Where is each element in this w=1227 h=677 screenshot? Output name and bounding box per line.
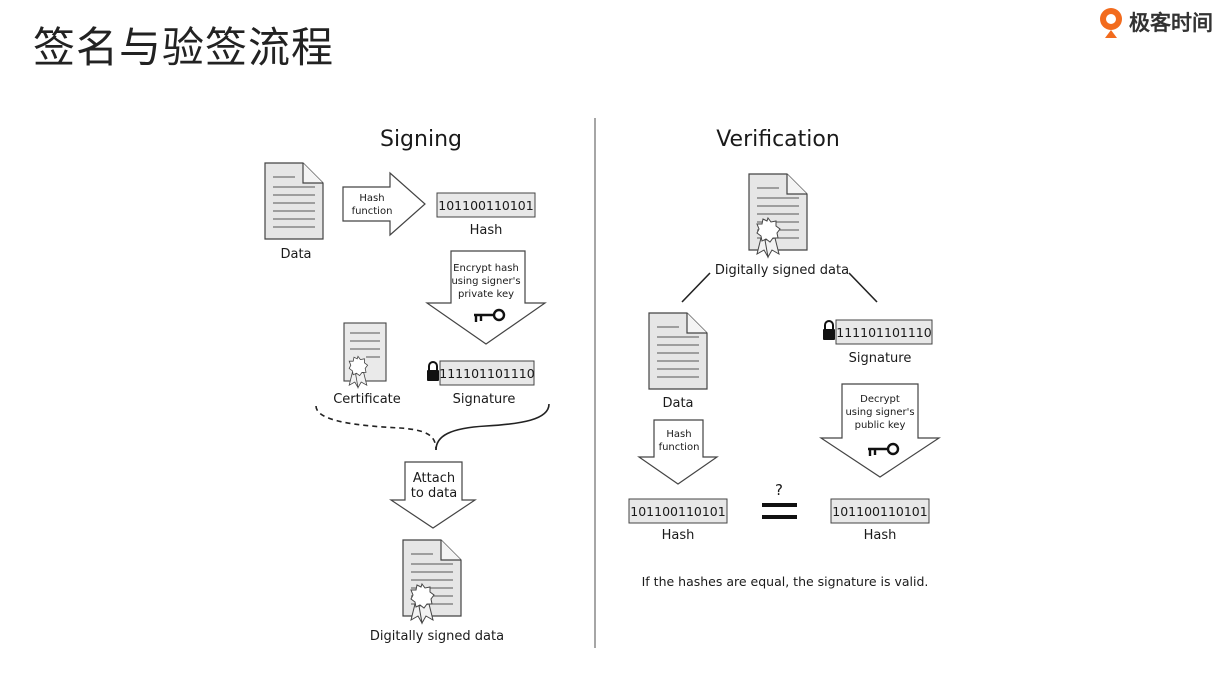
encrypt-text-3: private key [458, 289, 514, 300]
split-line-right [848, 272, 878, 303]
page-title: 签名与验签流程 [33, 23, 335, 72]
decrypt-arrow: Decrypt using signer's public key [819, 383, 941, 478]
equals-bar-top [762, 503, 797, 507]
verify-hash-left-box: 101100110101 [628, 498, 728, 524]
verify-hash-right-label: Hash [864, 528, 897, 543]
encrypt-text-2: using signer's [451, 276, 520, 287]
decrypt-text-1: Decrypt [860, 394, 900, 405]
hash-value: 101100110101 [438, 198, 533, 213]
verify-hash-function-arrow: Hash function [637, 419, 719, 485]
attach-text-2: to data [411, 486, 457, 501]
verify-signed-document-icon [748, 173, 808, 258]
verify-hash-left-value: 101100110101 [630, 504, 725, 519]
lock-icon [822, 320, 836, 341]
hash-label: Hash [470, 223, 503, 238]
signature-join-line [435, 403, 550, 451]
verify-signature-value: 111101101110 [836, 325, 931, 340]
geektime-logo-icon [1100, 8, 1122, 38]
attach-text-1: Attach [413, 471, 455, 486]
verify-hash-function-text-1: Hash [666, 429, 691, 440]
decrypt-text-3: public key [855, 420, 906, 431]
equality-check: ? [762, 481, 797, 519]
verify-signature-box: 111101101110 [822, 319, 933, 345]
verify-signature-label: Signature [849, 351, 912, 366]
split-line-left [681, 272, 711, 303]
hash-value-box: 101100110101 [436, 192, 536, 218]
equals-bar-bottom [762, 515, 797, 519]
verify-data-document-icon [648, 312, 708, 390]
lock-icon [426, 361, 440, 382]
signed-data-label: Digitally signed data [370, 629, 504, 644]
verify-hash-right-value: 101100110101 [832, 504, 927, 519]
data-document-icon [264, 162, 324, 240]
brand-name: 极客时间 [1129, 11, 1213, 35]
hash-function-text-2: function [352, 206, 393, 217]
encrypt-text-1: Encrypt hash [453, 263, 519, 274]
verify-hash-right-box: 101100110101 [830, 498, 930, 524]
hash-function-arrow: Hash function [342, 171, 426, 237]
verify-hash-left-label: Hash [662, 528, 695, 543]
brand-logo: 极客时间 [1097, 4, 1213, 40]
hash-function-text-1: Hash [359, 193, 384, 204]
verify-signed-data-label: Digitally signed data [715, 263, 849, 278]
signing-title: Signing [380, 127, 462, 152]
certificate-join-line [315, 405, 437, 451]
verify-data-label: Data [662, 396, 693, 411]
signature-value: 111101101110 [439, 366, 534, 381]
attach-arrow: Attach to data [389, 461, 477, 529]
signature-value-box: 111101101110 [426, 360, 535, 386]
decrypt-text-2: using signer's [845, 407, 914, 418]
verification-conclusion: If the hashes are equal, the signature i… [642, 574, 929, 589]
signature-label: Signature [453, 392, 516, 407]
verification-title: Verification [716, 127, 840, 152]
encrypt-arrow: Encrypt hash using signer's private key [425, 250, 547, 345]
signing-data-label: Data [280, 247, 311, 262]
verify-hash-function-text-2: function [659, 442, 700, 453]
signed-document-icon [402, 539, 462, 624]
certificate-icon [343, 322, 387, 389]
question-mark: ? [775, 481, 783, 499]
certificate-label: Certificate [333, 392, 401, 407]
